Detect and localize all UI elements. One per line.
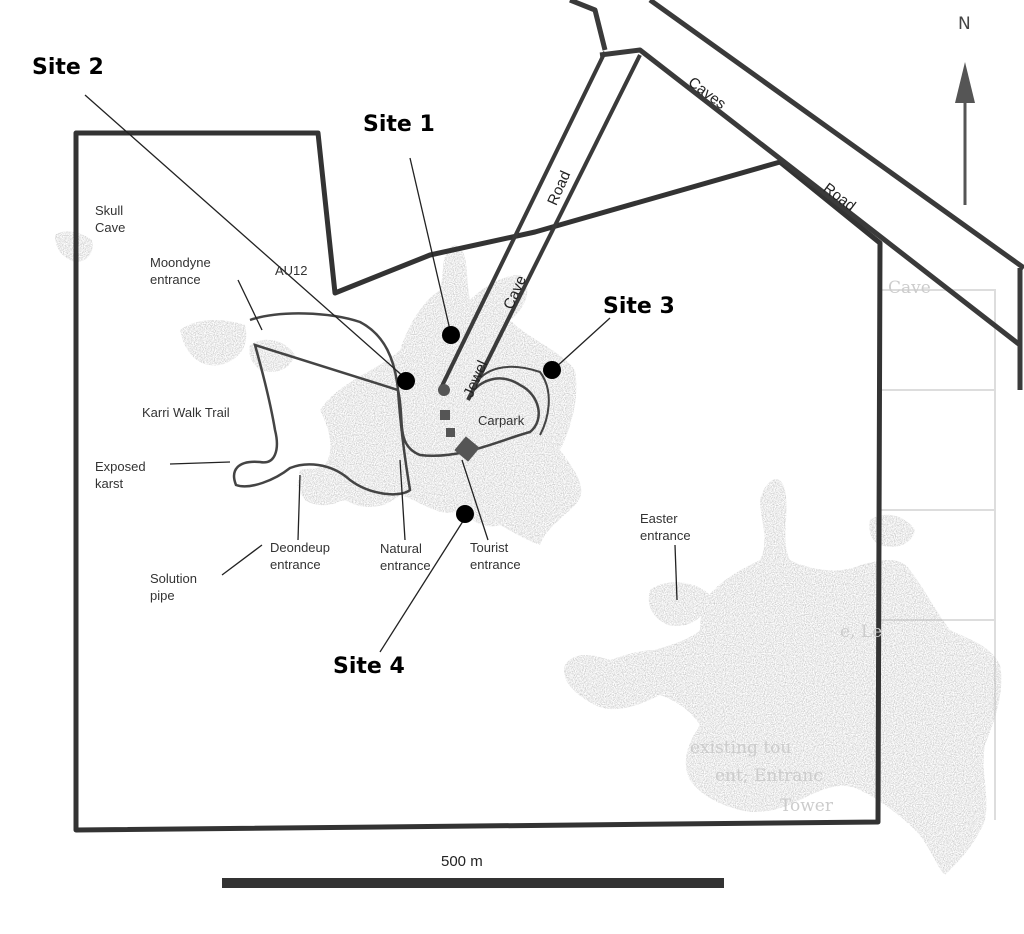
bg-text-4: ent; Entranc <box>715 766 823 786</box>
site-boundary <box>73 130 883 833</box>
bg-text-5: Tower <box>780 796 833 816</box>
tourist-facilities <box>438 384 480 462</box>
scale-label: 500 m <box>441 853 483 870</box>
au12-label: AU12 <box>275 263 308 278</box>
jewel-cave-road <box>438 51 642 401</box>
north-arrow-icon <box>955 62 975 205</box>
north-label: N <box>958 14 971 34</box>
leader-lines <box>84 94 678 653</box>
karri-walk-trail-label: Karri Walk Trail <box>142 405 230 420</box>
site-markers <box>397 326 561 523</box>
site-3-label: Site 3 <box>603 294 675 319</box>
bg-text-2: e, Le <box>840 622 883 642</box>
karri-walk-trail <box>232 312 540 496</box>
scale-bar <box>222 878 724 888</box>
bg-text-3: existing tou <box>690 738 792 758</box>
site-2-label: Site 2 <box>32 55 104 80</box>
site-3-marker <box>543 361 561 379</box>
site-2-marker <box>397 372 415 390</box>
site-4-marker <box>456 505 474 523</box>
caves-road <box>569 0 1024 390</box>
site-1-label: Site 1 <box>363 112 435 137</box>
carpark-loop <box>469 365 550 436</box>
carpark-label: Carpark <box>478 413 525 428</box>
cave-system <box>55 231 1002 875</box>
site-1-marker <box>442 326 460 344</box>
bg-text-1: Cave <box>888 278 931 298</box>
site-4-label: Site 4 <box>333 654 405 679</box>
